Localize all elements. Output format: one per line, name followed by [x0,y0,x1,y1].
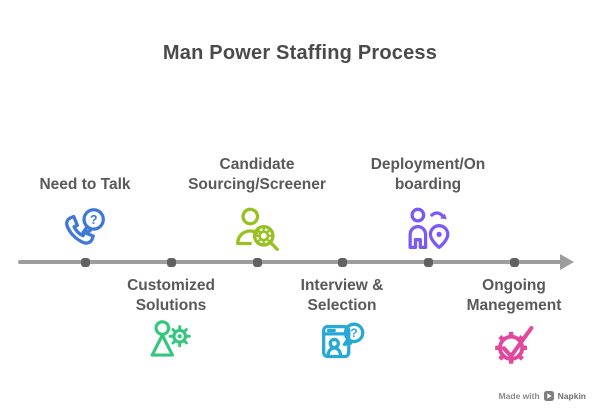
step-label: Interview & Selection [300,277,384,315]
step-label: Need to Talk [39,175,131,193]
gear-check-icon [487,316,541,370]
svg-text:?: ? [350,326,357,340]
step-label: Ongoing Manegement [466,277,562,315]
timeline-step: Interview & Selection ? [262,268,422,370]
watermark-prefix: Made with [498,391,540,401]
person-gear-icon [144,316,198,370]
napkin-watermark[interactable]: Made with Napkin [499,391,586,401]
step-label: Candidate Sourcing/Screener [188,155,326,193]
timeline-line [18,260,564,264]
timeline-step: Ongoing Manegement [434,268,594,370]
timeline-dot [509,257,519,267]
napkin-logo-icon [543,391,554,401]
step-label: Customized Solutions [127,277,215,315]
arrow-right-icon [560,254,574,270]
watermark-brand: Napkin [557,391,586,401]
timeline-dot [252,257,262,267]
timeline-step: Customized Solutions [91,268,251,370]
clipboard-question-icon: ? [315,316,369,370]
step-label: Deployment/On boarding [370,155,486,193]
page-title: Man Power Staffing Process [162,42,438,64]
person-search-icon [230,204,284,258]
svg-text:?: ? [90,213,98,227]
timeline-step: Candidate Sourcing/Screener [177,142,337,258]
timeline-dot [166,257,176,267]
timeline-dot [337,257,347,267]
person-location-icon [401,204,455,258]
timeline-step: Deployment/On boarding [348,142,508,258]
timeline-dot [80,257,90,267]
phone-question-icon: ? [58,204,112,258]
timeline-dot [423,257,433,267]
timeline-step: Need to Talk ? [5,142,165,258]
